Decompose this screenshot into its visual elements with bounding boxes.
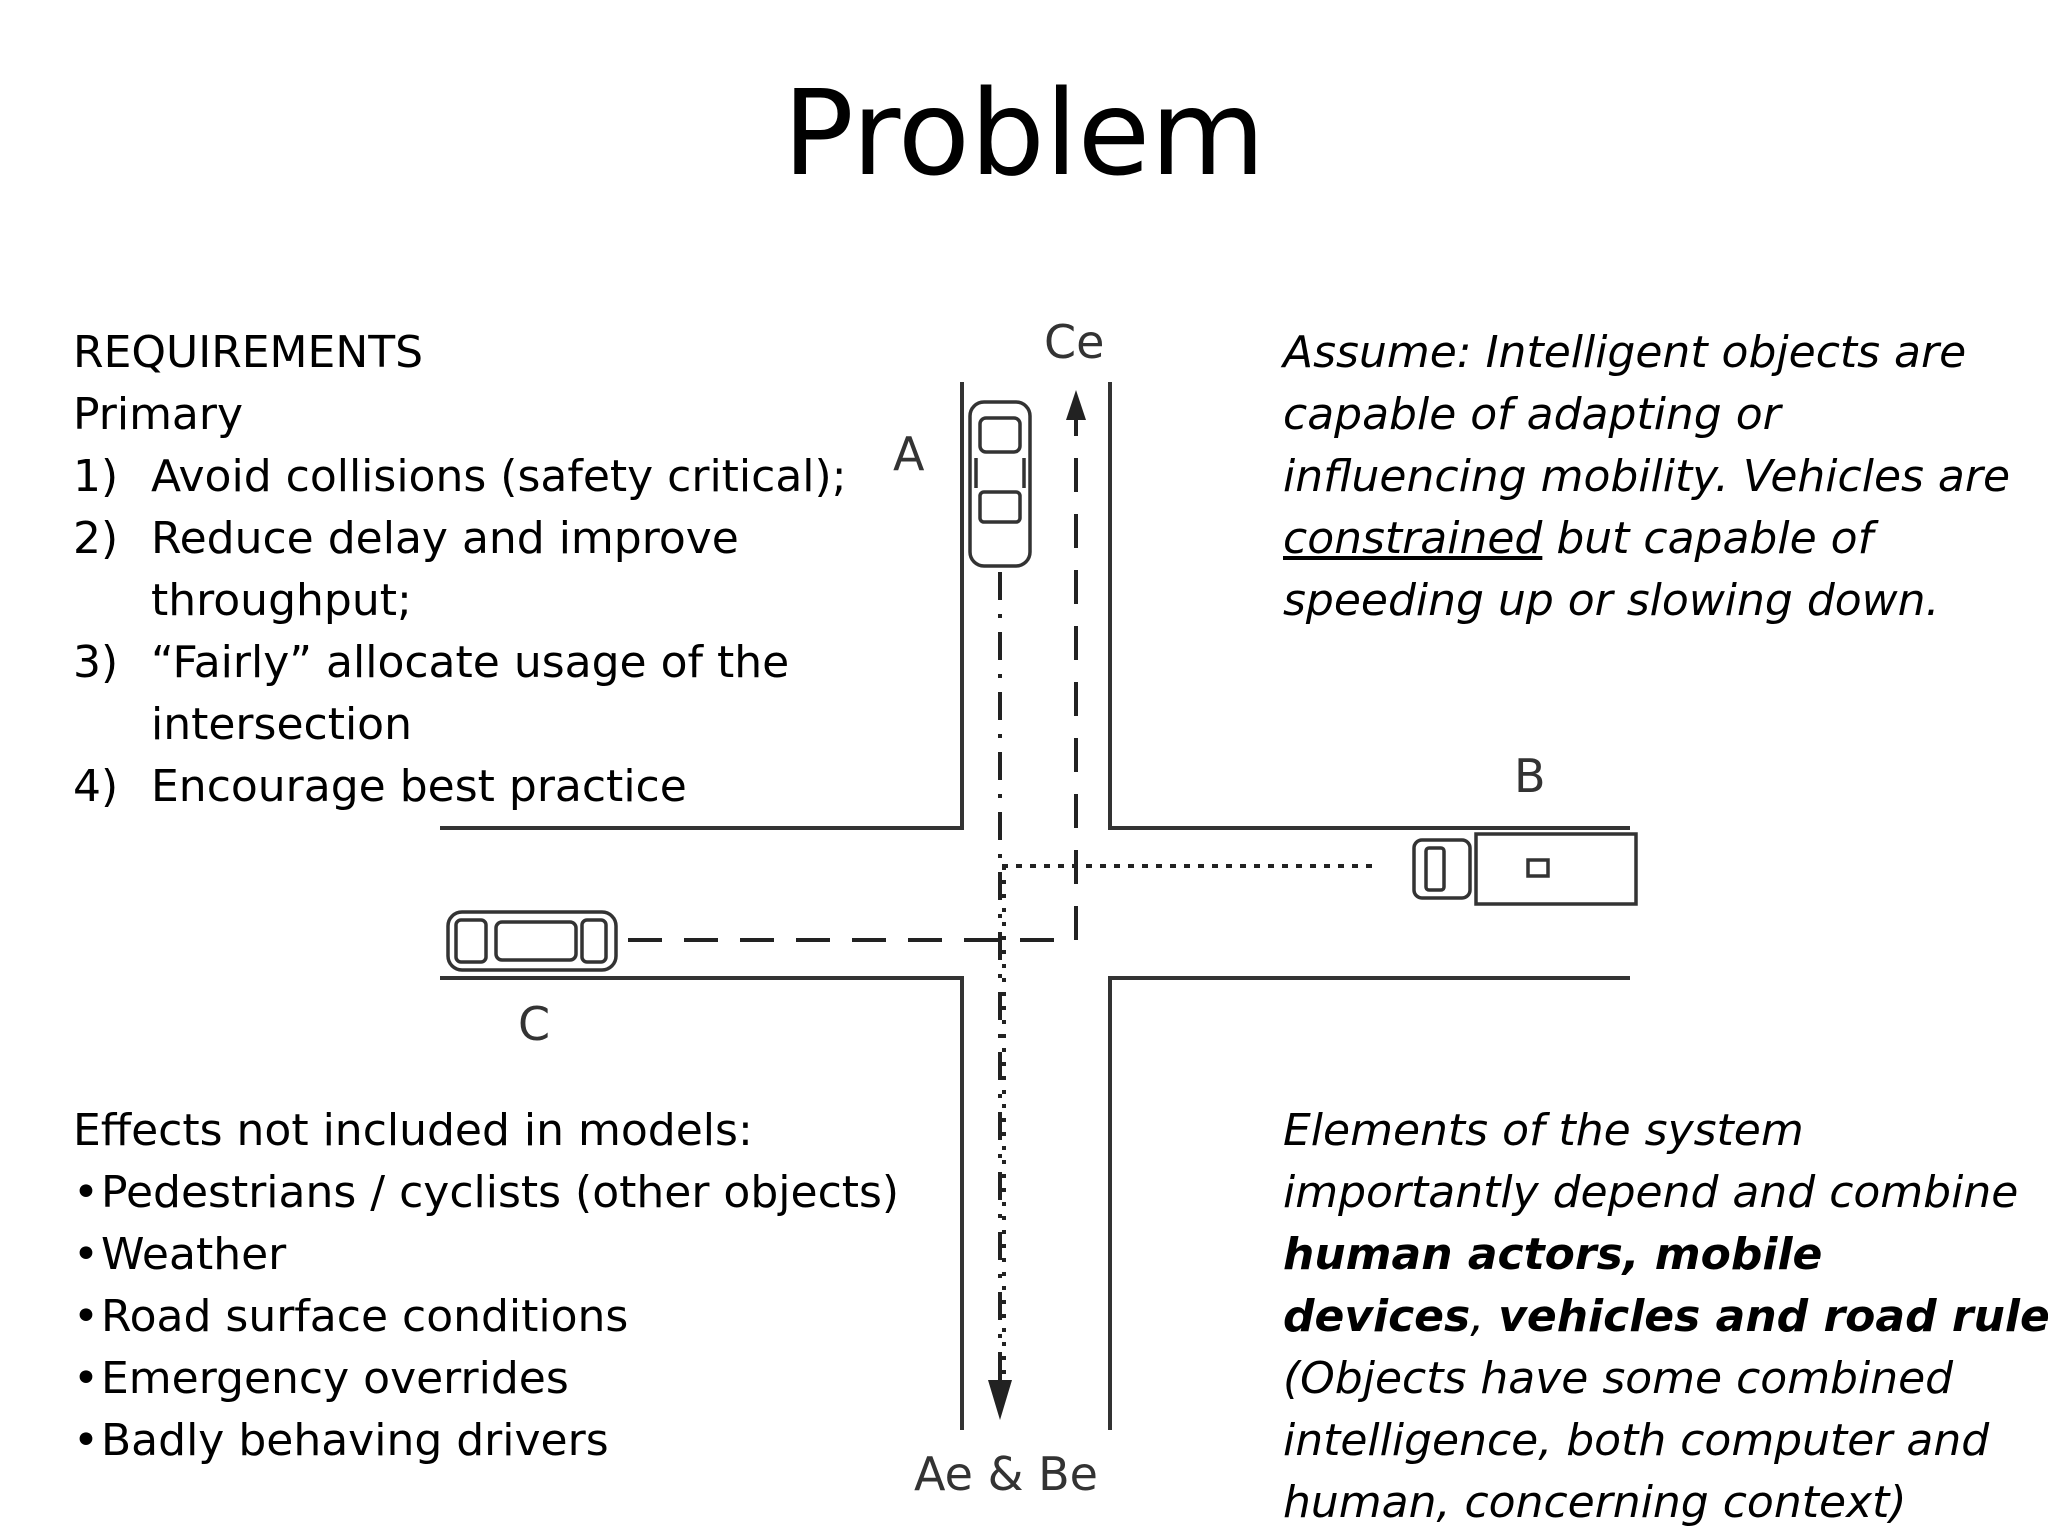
assumption-line: capable of adapting or [1283,389,1781,440]
road-edge-top-left [440,382,964,830]
requirement-text: Encourage best practice [151,761,687,812]
arrow-up-ce [1066,390,1086,420]
effects-block: Effects not included in models: Pedestri… [73,1100,899,1472]
road-edges [440,382,1630,1430]
effect-item: Weather [73,1224,899,1286]
label-b: B [1514,749,1546,803]
path-b [1000,864,1372,1390]
requirement-text: “Fairly” allocate usage of the [151,637,790,688]
requirement-text: Avoid collisions (safety critical); [151,451,847,502]
elements-line: Elements of the system [1283,1105,1804,1156]
assumption-line: speeding up or slowing down. [1283,575,1940,626]
effects-list: Pedestrians / cyclists (other objects) W… [73,1162,899,1472]
elements-line: human, concerning context) [1283,1477,1907,1528]
requirement-text-continued: throughput; [151,575,412,626]
effect-item: Emergency overrides [73,1348,899,1410]
slide-title: Problem [782,64,1266,202]
label-ce: Ce [1044,315,1104,369]
elements-block: Elements of the system importantly depen… [1283,1100,2048,1534]
requirements-list: 1) Avoid collisions (safety critical); 2… [73,446,847,818]
road-edge-top-right [1108,382,1630,830]
requirements-subheading: Primary [73,389,244,440]
requirement-text: Reduce delay and improve [151,513,739,564]
vehicle-b [1412,832,1638,906]
label-a: A [893,427,925,481]
path-c [628,412,1078,942]
elements-bold-vehicles: vehicles and road rules [1498,1291,2048,1342]
assumption-line: influencing mobility. Vehicles are [1283,451,2011,502]
assumption-block: Assume: Intelligent objects are capable … [1283,322,2010,632]
requirements-heading: REQUIREMENTS [73,327,424,378]
requirement-item: 1) Avoid collisions (safety critical); [73,446,847,508]
assumption-line-rest: but capable of [1542,513,1874,564]
elements-line: intelligence, both computer and [1283,1415,1990,1466]
label-ae-be: Ae & Be [914,1447,1098,1501]
constrained-underlined: constrained [1283,513,1543,564]
requirements-block: REQUIREMENTS Primary 1) Avoid collisions… [73,322,847,818]
elements-line: (Objects have some combined [1283,1353,1954,1404]
requirement-item: 2) Reduce delay and improve throughput; [73,508,847,632]
effect-item: Pedestrians / cyclists (other objects) [73,1162,899,1224]
elements-separator: , [1470,1291,1499,1342]
vehicle-a [968,400,1032,568]
label-c: C [518,997,550,1051]
assumption-line: Assume: Intelligent objects are [1283,327,1967,378]
requirement-number: 4) [73,761,119,812]
elements-bold-text: human actors, mobile [1283,1229,1823,1280]
assumption-line: constrained but capable of [1283,508,2010,570]
requirement-number: 2) [73,513,119,564]
elements-bold-devices: devices [1283,1291,1471,1342]
effect-item: Road surface conditions [73,1286,899,1348]
effect-item: Badly behaving drivers [73,1410,899,1472]
elements-line: importantly depend and combine [1283,1167,2019,1218]
vehicle-c [446,910,618,972]
elements-line-mixed: devices, vehicles and road rules. [1283,1286,2048,1348]
effects-heading: Effects not included in models: [73,1105,753,1156]
requirement-item: 3) “Fairly” allocate usage of the inters… [73,632,847,756]
road-edge-bottom-left [440,976,964,1430]
requirement-number: 1) [73,451,119,502]
requirement-number: 3) [73,637,119,688]
road-edge-bottom-right [1108,976,1630,1430]
elements-line-bold: human actors, mobile [1283,1224,2048,1286]
requirement-item: 4) Encourage best practice [73,756,847,818]
requirement-text-continued: intersection [151,699,412,750]
arrow-down-ae-be [988,1380,1012,1420]
